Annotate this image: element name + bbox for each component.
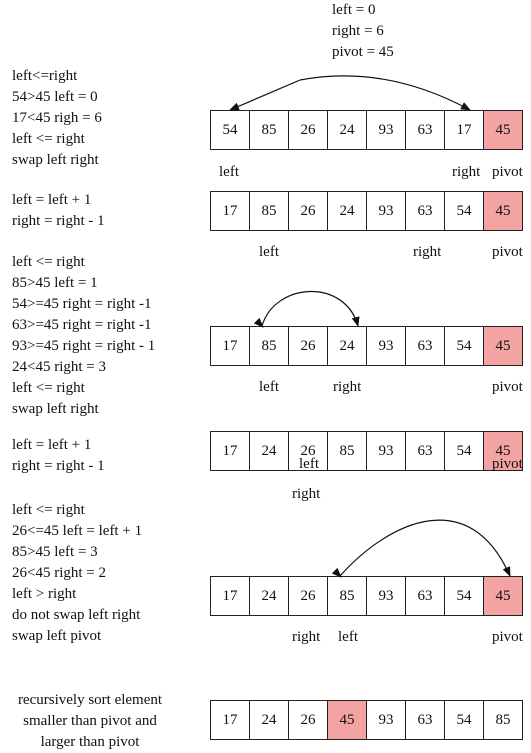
left-pointer-label: left — [259, 244, 279, 260]
left-pointer-label: left — [338, 629, 358, 645]
step-3-notes: left <= right 85>45 left = 1 54>=45 righ… — [12, 252, 155, 420]
note-line: right = right - 1 — [12, 458, 105, 474]
array-cell: 54 — [210, 110, 250, 150]
note-line: left = left + 1 — [12, 437, 92, 453]
step-1-array: 54 85 26 24 93 63 17 45 — [210, 110, 523, 150]
step-6-array: 17 24 26 45 93 63 54 85 — [210, 700, 523, 740]
array-cell: 24 — [249, 576, 289, 616]
array-cell: 24 — [327, 326, 367, 366]
pivot-cell: 45 — [483, 191, 523, 231]
note-line: left <= right — [12, 502, 85, 518]
array-cell: 17 — [210, 191, 250, 231]
array-cell: 24 — [327, 191, 367, 231]
header-line: left = 0 — [332, 2, 376, 18]
array-cell: 54 — [444, 191, 484, 231]
pivot-pointer-label: pivot — [492, 244, 523, 260]
left-pointer-label: left — [259, 379, 279, 395]
note-line: 26<=45 left = left + 1 — [12, 523, 143, 539]
swap-arrow — [339, 519, 511, 577]
note-line: left <= right — [12, 254, 85, 270]
note-line: swap left right — [12, 401, 99, 417]
right-pointer-label: right — [292, 629, 321, 645]
pivot-cell: 45 — [483, 576, 523, 616]
right-pointer-label: right — [413, 244, 442, 260]
array-cell: 24 — [327, 110, 367, 150]
pivot-cell: 45 — [327, 700, 367, 740]
note-line: left<=right — [12, 68, 78, 84]
note-line: left > right — [12, 586, 77, 602]
note-line: left <= right — [12, 380, 85, 396]
note-line: 26<45 right = 2 — [12, 565, 106, 581]
step-2-array: 17 85 26 24 93 63 54 45 — [210, 191, 523, 231]
pivot-pointer-label: pivot — [492, 379, 523, 395]
right-pointer-label: right — [452, 164, 481, 180]
array-cell: 17 — [210, 700, 250, 740]
step-1-notes: left<=right 54>45 left = 0 17<45 righ = … — [12, 66, 102, 171]
array-cell: 93 — [366, 576, 406, 616]
swap-arrow — [253, 317, 264, 328]
step-4-notes: left = left + 1 right = right - 1 — [12, 435, 105, 477]
note-line: swap left right — [12, 152, 99, 168]
array-cell: 54 — [444, 431, 484, 471]
step-6-notes: recursively sort element smaller than pi… — [0, 690, 180, 753]
left-pointer-label: left — [219, 164, 239, 180]
array-cell: 26 — [288, 576, 328, 616]
step-2-notes: left = left + 1 right = right - 1 — [12, 190, 105, 232]
header-line: right = 6 — [332, 23, 384, 39]
array-cell: 63 — [405, 700, 445, 740]
array-cell: 85 — [327, 431, 367, 471]
note-line: do not swap left right — [12, 607, 141, 623]
step-4-array: 17 24 26 85 93 63 54 45 — [210, 431, 523, 471]
array-cell: 17 — [444, 110, 484, 150]
step-5-notes: left <= right 26<=45 left = left + 1 85>… — [12, 500, 142, 647]
step-3-array: 17 85 26 24 93 63 54 45 — [210, 326, 523, 366]
pivot-cell: 45 — [483, 431, 523, 471]
header-line: pivot = 45 — [332, 44, 394, 60]
pivot-pointer-label: pivot — [492, 164, 523, 180]
array-cell: 54 — [444, 700, 484, 740]
array-cell: 54 — [444, 576, 484, 616]
note-line: 85>45 left = 3 — [12, 544, 98, 560]
swap-arrow — [331, 567, 342, 578]
note-line: left <= right — [12, 131, 85, 147]
array-cell: 17 — [210, 326, 250, 366]
array-cell: 26 — [288, 191, 328, 231]
pivot-cell: 45 — [483, 110, 523, 150]
array-cell: 24 — [249, 700, 289, 740]
left-pointer-label: left — [299, 456, 319, 472]
note-line: 63>=45 right = right -1 — [12, 317, 152, 333]
note-line: left = left + 1 — [12, 192, 92, 208]
array-cell: 85 — [483, 700, 523, 740]
note-line: 54>45 left = 0 — [12, 89, 98, 105]
note-line: larger than pivot — [40, 734, 140, 750]
note-line: 54>=45 right = right -1 — [12, 296, 152, 312]
note-line: 85>45 left = 1 — [12, 275, 98, 291]
right-pointer-label: right — [333, 379, 362, 395]
array-cell: 93 — [366, 431, 406, 471]
note-line: swap left pivot — [12, 628, 102, 644]
array-cell: 26 — [288, 431, 328, 471]
note-line: 17<45 righ = 6 — [12, 110, 102, 126]
note-line: right = right - 1 — [12, 213, 105, 229]
pivot-pointer-label: pivot — [492, 629, 523, 645]
swap-arrow — [261, 290, 360, 327]
array-cell: 85 — [249, 326, 289, 366]
note-line: 24<45 right = 3 — [12, 359, 106, 375]
pivot-cell: 45 — [483, 326, 523, 366]
array-cell: 85 — [327, 576, 367, 616]
swap-arrow — [299, 75, 471, 111]
swap-arrow — [229, 79, 301, 111]
array-cell: 93 — [366, 191, 406, 231]
right-pointer-label: right — [292, 486, 321, 502]
array-cell: 93 — [366, 326, 406, 366]
note-line: recursively sort element — [17, 692, 163, 708]
array-cell: 24 — [249, 431, 289, 471]
initial-values: left = 0 right = 6 pivot = 45 — [332, 0, 394, 63]
array-cell: 63 — [405, 326, 445, 366]
pivot-pointer-label: pivot — [492, 456, 523, 472]
note-line: smaller than pivot and — [23, 713, 157, 729]
note-line: 93>=45 right = right - 1 — [12, 338, 156, 354]
step-5-array: 17 24 26 85 93 63 54 45 — [210, 576, 523, 616]
